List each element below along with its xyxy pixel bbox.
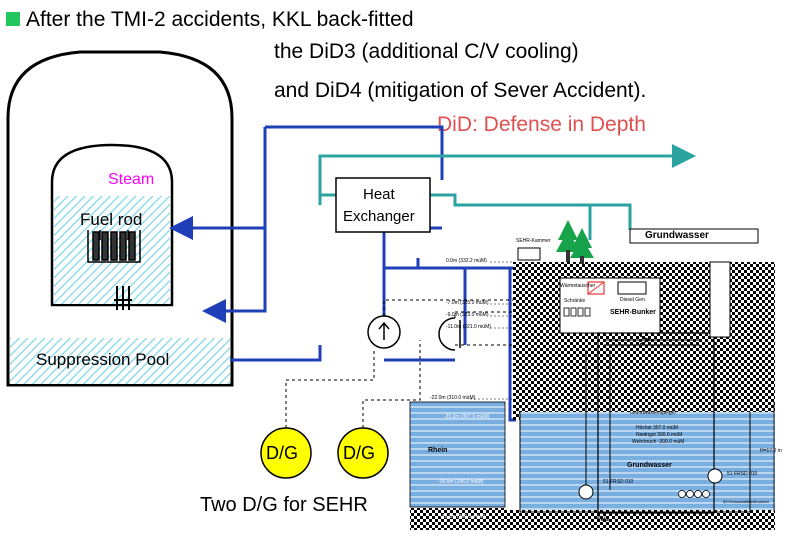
elevation-7: -7.0m (325.0 müM) [446, 300, 489, 306]
heat-exchanger [335, 177, 431, 233]
dg-caption: Two D/G for SEHR [200, 494, 368, 516]
elevation-25: -25.0m (307.0 müM) [444, 414, 490, 420]
suppression-pool-label: Suppression Pool [36, 350, 170, 369]
dg-2-label: D/G [343, 443, 376, 463]
steam-label: Steam [108, 171, 155, 188]
grundwasser-top-label: Grundwasser [645, 230, 709, 241]
diesel-generator-2 [337, 427, 389, 479]
hochst-label: Höchst 307.0 müM [636, 425, 678, 431]
grundwasserspiegel-label: Grundwasserspiegel [630, 410, 676, 416]
pump-2-icon [438, 317, 461, 351]
pump-2-label: 51 FRSD 010 [727, 471, 758, 477]
header-line-3: and DiD4 (mitigation of Sever Accident). [274, 79, 647, 102]
tree-icon [556, 220, 594, 264]
sehr-kammer [517, 247, 541, 261]
fels-rock [410, 510, 775, 530]
elevation-42: -42.0m (290.0 müM) [440, 514, 486, 520]
well-pump-2-icon [707, 468, 723, 484]
well-pump-icon [578, 484, 594, 500]
dg-1-label: D/G [266, 443, 299, 463]
elevation-0: 0.0m (332.2 müM) [446, 258, 487, 264]
header-line-2: the DiD3 (additional C/V cooling) [274, 40, 579, 63]
elevation-36: -36.0m (296.0 müM) [438, 479, 484, 485]
fels-label: Fels [597, 517, 610, 523]
heat-exchanger-line-1: Heat [363, 186, 395, 203]
sehr-kammer-label: SEHR-Kammer [516, 238, 551, 244]
grundwasser-low-label: Grundwasser [627, 462, 672, 469]
height-label: H=17.0 m [760, 448, 782, 454]
elevation-11: -11.0m (321.0 müM) [446, 324, 491, 330]
diesel-gen-label: Diesel Gen. [620, 297, 647, 303]
header-line-1: After the TMI-2 accidents, KKL back-fitt… [26, 8, 414, 31]
elevation-9: -9.0m (323.0 müM) [446, 312, 489, 318]
bullet-icon [6, 12, 20, 26]
warmetauscher-label: Wärmetauscher [560, 283, 596, 289]
fuel-rod-icon [92, 231, 136, 261]
shaft [597, 332, 715, 514]
schranke-label: Schränke [564, 298, 586, 304]
groundwater-area [520, 412, 775, 512]
sehr-bunker-label: SEHR-Bunker [610, 309, 656, 316]
elevation-22: -22.0m (310.0 müM) [430, 395, 476, 401]
river-water [409, 401, 506, 508]
did-note: DiD: Defense in Depth [437, 113, 646, 136]
heat-exchanger-line-2: Exchanger [343, 208, 415, 225]
horizontal-well-label: 53 Horizontalfilterbrunnen [723, 499, 769, 504]
wehrbruch-label: Wehrbruch -300.0 müM [632, 439, 685, 445]
pump-1-label: 51 FRSD 010 [603, 479, 634, 485]
suppression-pool [10, 338, 230, 384]
rhein-label: Rhein [428, 447, 448, 454]
rock-left [410, 402, 505, 520]
control-rod-drive-icon [114, 286, 132, 310]
power-cables [285, 299, 513, 428]
diesel-generator-1 [260, 427, 312, 479]
teal-pipes [318, 144, 696, 240]
niedrigst-label: Niedrigst 300.0 müM [636, 432, 683, 438]
fuel-rod-label: Fuel rod [80, 210, 143, 229]
